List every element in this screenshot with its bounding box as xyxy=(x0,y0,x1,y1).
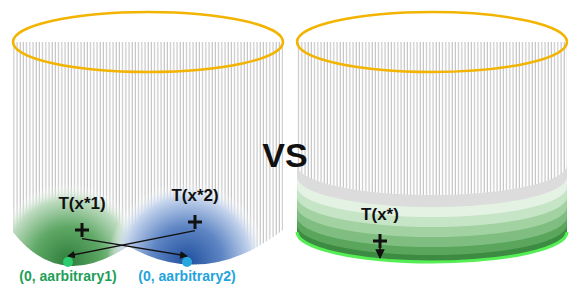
node-label: T(x*) xyxy=(361,205,399,225)
embedding-marker: T(x*1) xyxy=(58,194,105,238)
node-label: (0, aarbitrary2) xyxy=(138,268,235,284)
descent-arrow xyxy=(379,248,381,258)
node-label: T(x*2) xyxy=(171,186,218,206)
level-bands xyxy=(297,165,567,262)
mapping-arrow xyxy=(68,231,195,256)
embedding-marker: T(x*2) xyxy=(171,186,218,230)
cylinder-top xyxy=(297,12,567,72)
comparison-label: VS xyxy=(262,136,307,175)
node-label: T(x*1) xyxy=(58,194,105,214)
cross-marker xyxy=(372,233,388,249)
left-cylinder-body xyxy=(0,42,283,304)
cylinder-top xyxy=(13,12,283,72)
mapping-arrow xyxy=(82,239,187,256)
cross-marker xyxy=(187,214,203,230)
point-marker: (0, aarbitrary1) xyxy=(19,256,116,284)
cross-marker xyxy=(74,222,90,238)
node-label: (0, aarbitrary1) xyxy=(19,268,116,284)
embedding-marker: T(x*) xyxy=(361,205,399,249)
point-dot xyxy=(181,256,193,268)
point-marker: (0, aarbitrary2) xyxy=(138,256,235,284)
point-dot xyxy=(62,256,74,268)
right-cylinder-body xyxy=(297,42,567,302)
